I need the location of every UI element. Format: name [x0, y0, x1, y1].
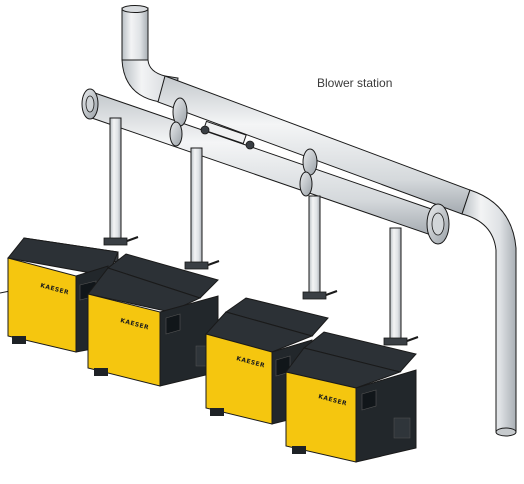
blower-unit-4: KAESER: [285, 331, 417, 463]
blower-station-label: Blower station: [317, 76, 392, 90]
butterfly-valves: [103, 236, 419, 346]
blower-unit-2: KAESER: [87, 253, 219, 387]
back-header-pipe: [157, 75, 517, 437]
pipe-flanges: [81, 88, 450, 245]
